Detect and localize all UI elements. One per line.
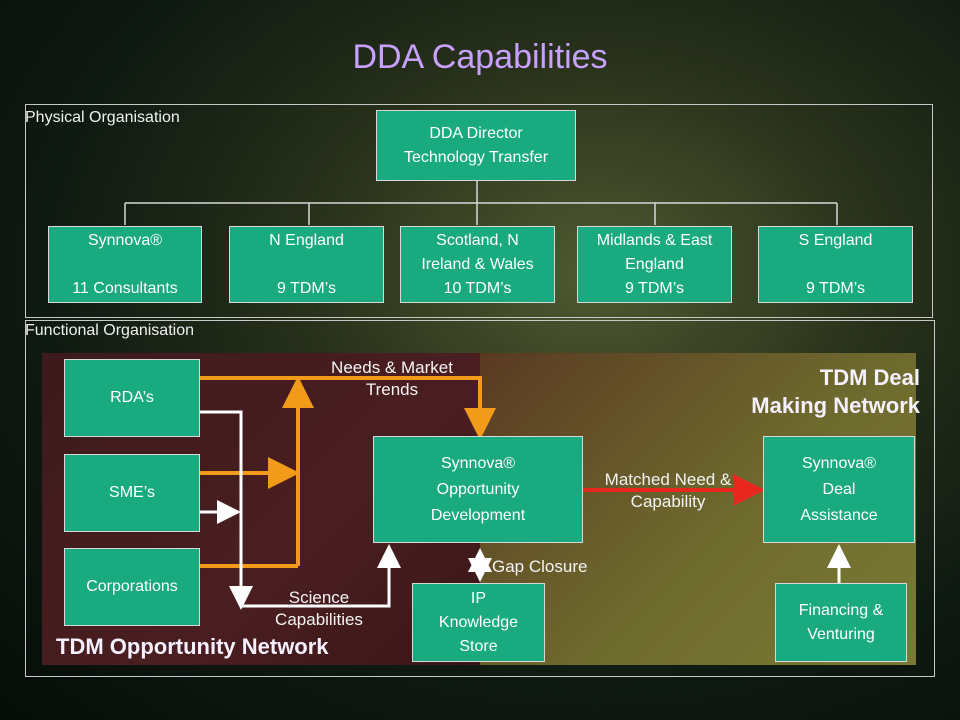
unit-scotland-box: Scotland, N Ireland & Wales 10 TDM’s bbox=[400, 226, 555, 303]
unit-n-england-box: N England 9 TDM’s bbox=[229, 226, 384, 303]
functional-organisation-label: Functional Organisation bbox=[25, 322, 194, 339]
unit-synnova-text: Synnova® 11 Consultants bbox=[72, 231, 178, 297]
physical-organisation-label: Physical Organisation bbox=[25, 109, 180, 126]
director-box: DDA Director Technology Transfer bbox=[376, 110, 576, 181]
corporations-box: Corporations bbox=[64, 548, 200, 626]
opportunity-development-text: Synnova® Opportunity Development bbox=[430, 454, 526, 524]
unit-synnova-box: Synnova® 11 Consultants bbox=[48, 226, 202, 303]
rda-box: RDA’s bbox=[64, 359, 200, 437]
unit-midlands-text: Midlands & East England 9 TDM’s bbox=[596, 231, 713, 297]
page-title: DDA Capabilities bbox=[352, 38, 608, 76]
deal-network-title: TDM Deal Making Network bbox=[751, 365, 920, 418]
unit-scotland-text: Scotland, N Ireland & Wales 10 TDM’s bbox=[421, 231, 534, 297]
unit-midlands-box: Midlands & East England 9 TDM’s bbox=[577, 226, 732, 303]
deal-assistance-box: Synnova® Deal Assistance bbox=[763, 436, 915, 543]
matched-need-label: Matched Need & Capability bbox=[604, 470, 732, 511]
rda-text: RDA’s bbox=[110, 389, 154, 406]
corporations-text: Corporations bbox=[86, 578, 178, 595]
functional-organisation-frame bbox=[25, 320, 935, 677]
deal-assistance-text: Synnova® Deal Assistance bbox=[800, 454, 878, 524]
gap-closure-label: Gap Closure bbox=[492, 557, 588, 576]
opportunity-development-box: Synnova® Opportunity Development bbox=[373, 436, 583, 543]
sme-box: SME’s bbox=[64, 454, 200, 532]
financing-text: Financing & Venturing bbox=[798, 601, 884, 643]
physical-organisation-frame bbox=[25, 104, 933, 318]
opportunity-network-title: TDM Opportunity Network bbox=[56, 634, 329, 659]
sme-text: SME’s bbox=[109, 484, 155, 501]
unit-s-england-text: S England 9 TDM’s bbox=[798, 231, 873, 297]
director-text: DDA Director Technology Transfer bbox=[403, 124, 549, 166]
needs-market-trends-label: Needs & Market Trends bbox=[331, 358, 453, 399]
unit-s-england-box: S England 9 TDM’s bbox=[758, 226, 913, 303]
unit-n-england-text: N England 9 TDM’s bbox=[269, 231, 344, 297]
science-capabilities-label: Science Capabilities bbox=[275, 588, 363, 629]
financing-box: Financing & Venturing bbox=[775, 583, 907, 662]
ip-knowledge-store-text: IP Knowledge Store bbox=[438, 589, 519, 655]
ip-knowledge-store-box: IP Knowledge Store bbox=[412, 583, 545, 662]
